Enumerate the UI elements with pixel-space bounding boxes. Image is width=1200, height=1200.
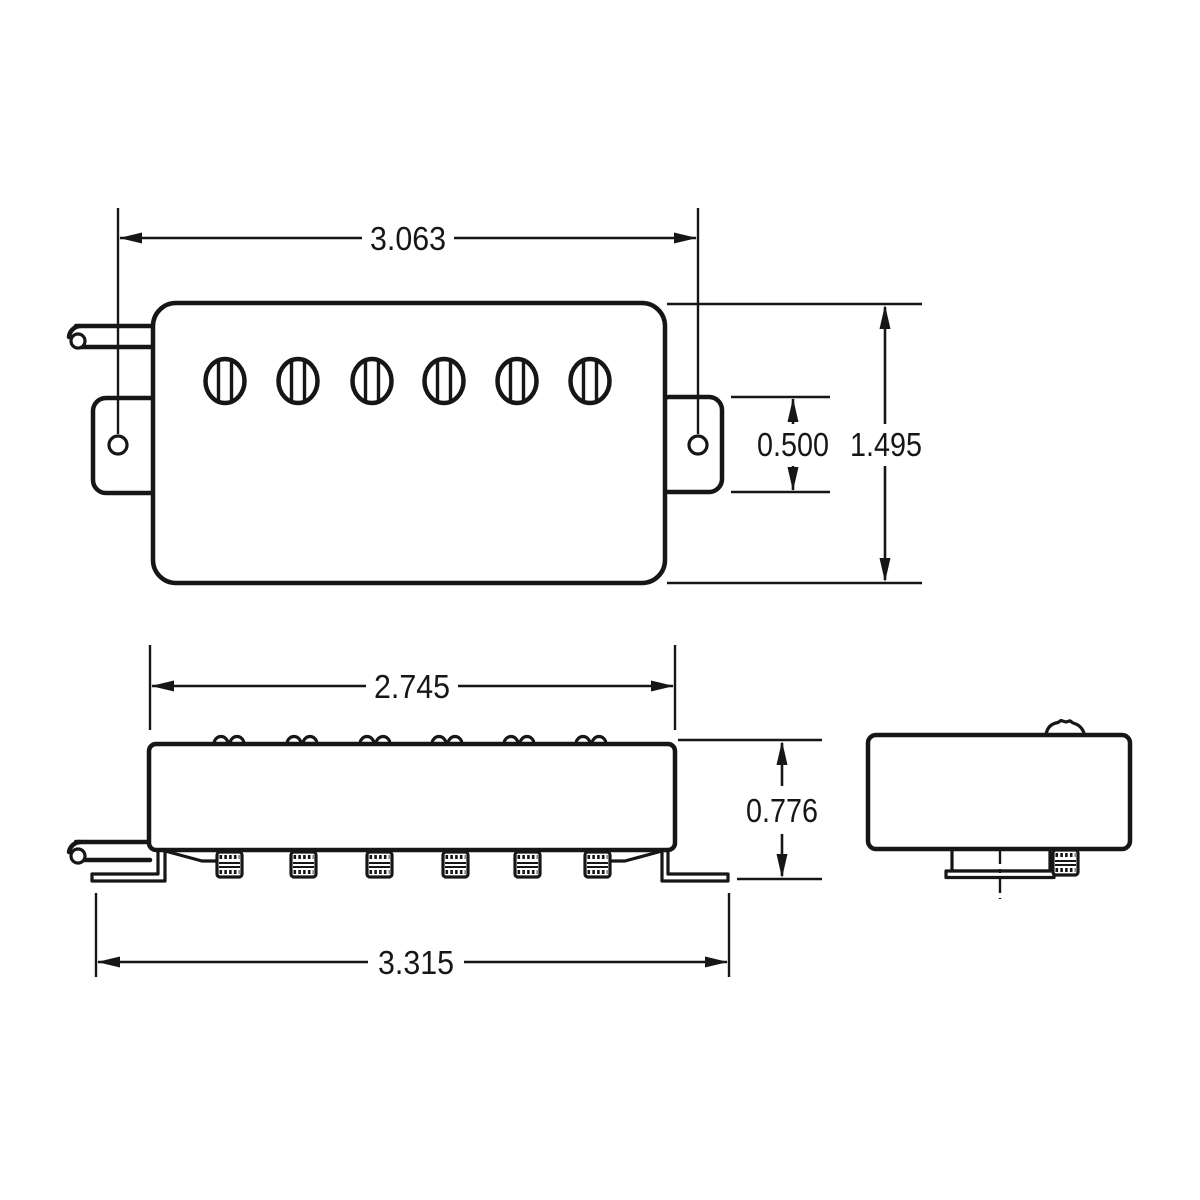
front-view bbox=[66, 300, 725, 586]
side-lead-wire bbox=[66, 839, 153, 865]
pole-screw-2 bbox=[279, 359, 318, 403]
right-mounting-hole bbox=[687, 434, 709, 456]
side-cover bbox=[146, 741, 678, 853]
arrowhead-down bbox=[879, 558, 891, 582]
arrowhead-left bbox=[151, 680, 174, 692]
dim-side-mounting-length: 3.315 bbox=[94, 893, 731, 981]
pole-screw-1 bbox=[206, 359, 245, 403]
pole-screw-4 bbox=[425, 359, 464, 403]
pole-screw-5 bbox=[498, 359, 537, 403]
adjustment-screw-2 bbox=[289, 850, 318, 879]
front-cover bbox=[150, 300, 668, 586]
dim-label-side-mounting-length: 3.315 bbox=[378, 944, 454, 981]
pole-screw-3 bbox=[353, 359, 392, 403]
dim-side-cover-width: 2.745 bbox=[148, 645, 677, 730]
adjustment-screw-5 bbox=[513, 850, 542, 879]
dim-front-hole-spacing: 3.063 bbox=[116, 208, 700, 434]
front-lead-wire bbox=[66, 323, 155, 350]
arrowhead-down bbox=[787, 467, 799, 491]
left-mounting-hole bbox=[107, 434, 129, 456]
adjustment-screw-4 bbox=[441, 850, 470, 879]
arrowhead-left bbox=[97, 956, 120, 968]
baseplate-flange-left bbox=[163, 849, 219, 863]
dim-label-side-cover-width: 2.745 bbox=[374, 668, 450, 705]
end-cover bbox=[865, 732, 1133, 852]
end-adjustment-screw bbox=[1051, 848, 1080, 877]
arrowhead-right bbox=[651, 680, 674, 692]
wire-end-cap bbox=[66, 323, 83, 340]
arrowhead-up bbox=[776, 741, 788, 765]
adjustment-screw-3 bbox=[365, 850, 394, 879]
adjustment-screw-1 bbox=[215, 850, 244, 879]
dim-label-front-ear-height: 0.500 bbox=[757, 426, 829, 463]
dim-front-ear-height: 0.500 bbox=[731, 395, 830, 494]
dim-label-side-overall-height: 0.776 bbox=[746, 792, 818, 829]
pole-screw-head bbox=[1044, 718, 1087, 737]
side-view bbox=[66, 734, 730, 883]
arrowhead-up bbox=[879, 305, 891, 329]
pole-screw-6 bbox=[571, 359, 610, 403]
baseplate-flange-right bbox=[608, 849, 664, 863]
dim-label-front-hole-spacing: 3.063 bbox=[370, 220, 446, 257]
dim-label-front-overall-height: 1.495 bbox=[850, 426, 922, 463]
wire-end-loop bbox=[69, 332, 87, 350]
end-view bbox=[865, 718, 1133, 899]
arrowhead-down bbox=[776, 854, 788, 878]
dim-side-overall-height: 0.776 bbox=[678, 738, 822, 881]
dim-front-overall-height: 1.495 bbox=[667, 302, 922, 585]
arrowhead-right bbox=[674, 232, 697, 244]
arrowhead-right bbox=[705, 956, 728, 968]
left-mounting-leg bbox=[90, 848, 167, 883]
right-mounting-leg bbox=[660, 848, 730, 883]
arrowhead-left bbox=[119, 232, 142, 244]
adjustment-screw-6 bbox=[583, 850, 612, 879]
wire-end-loop bbox=[69, 847, 87, 865]
wire-end-cap bbox=[66, 839, 83, 855]
arrowhead-up bbox=[787, 398, 799, 422]
